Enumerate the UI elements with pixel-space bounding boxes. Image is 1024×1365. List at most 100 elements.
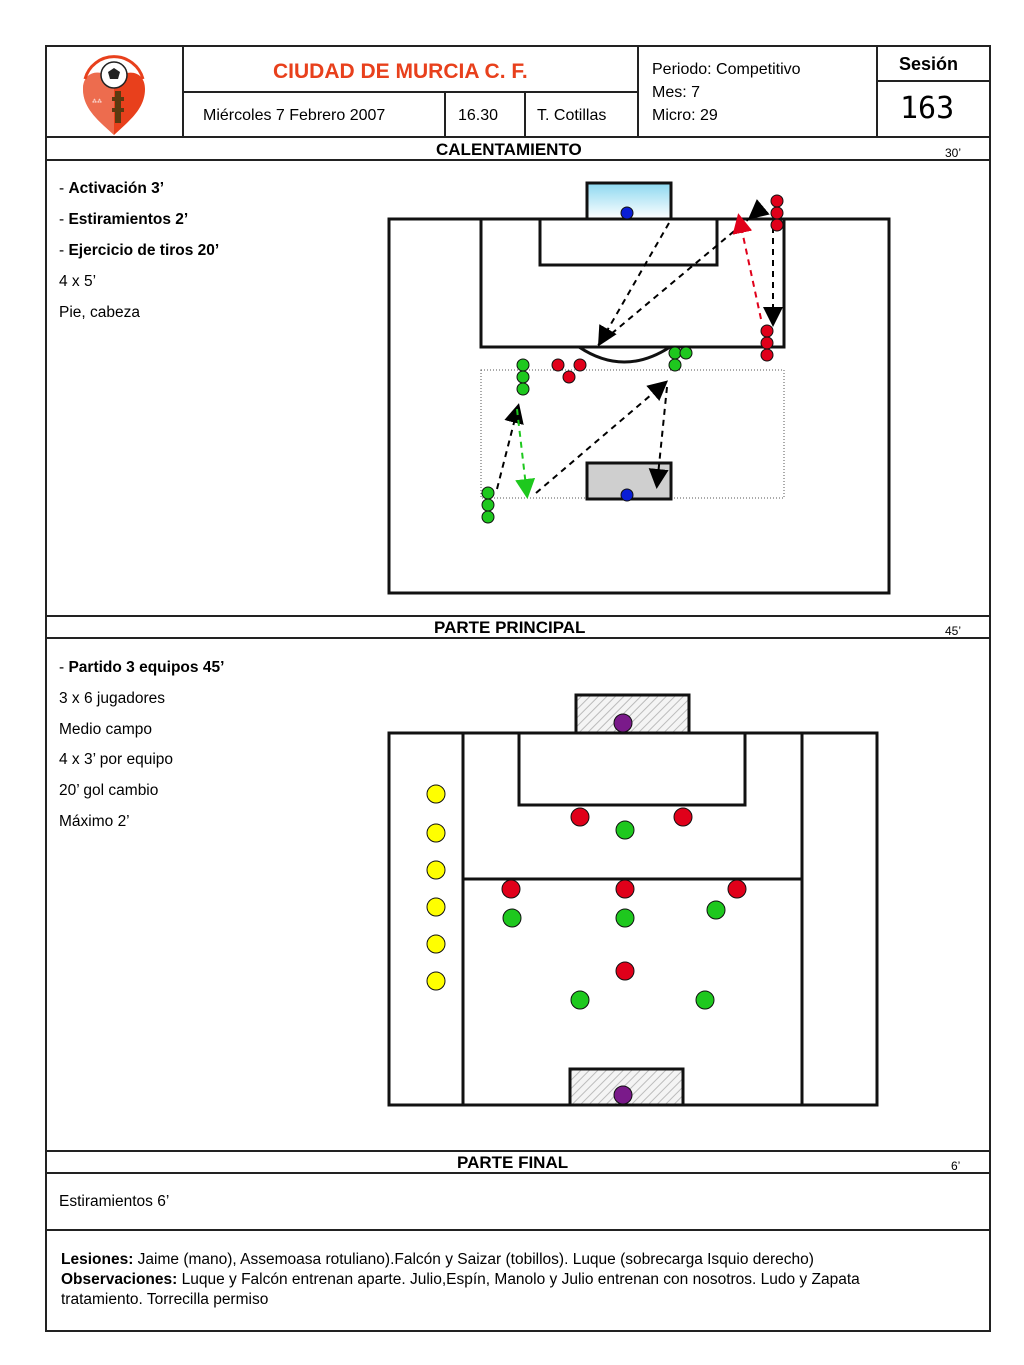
warmup-detail: Pie, cabeza — [59, 304, 140, 321]
player-red — [615, 879, 635, 899]
goalkeeper-marker — [620, 488, 634, 502]
main-detail: 4 x 3’ por equipo — [59, 751, 174, 768]
player-green — [481, 486, 495, 500]
parte-final-title: PARTE FINAL — [457, 1153, 569, 1172]
player-red — [770, 218, 784, 232]
player-green — [668, 346, 682, 360]
observaciones-label: Observaciones: — [61, 1271, 178, 1288]
cross-arrow — [732, 213, 762, 320]
calentamiento-title: CALENTAMIENTO — [436, 140, 582, 159]
main-item: - Partido 3 equipos 45’ — [59, 659, 225, 676]
parte-principal-title: PARTE PRINCIPAL — [434, 618, 586, 637]
session-sheet: ⁂⁂ CIUDAD DE MURCIA C. F. Miércoles 7 Fe… — [45, 45, 991, 1332]
final-detail: Estiramientos 6’ — [59, 1193, 170, 1210]
player-green — [481, 510, 495, 524]
main-detail: 3 x 6 jugadores — [59, 690, 165, 707]
player-red — [562, 370, 576, 384]
player-green — [615, 908, 635, 928]
lesiones-label: Lesiones: — [61, 1251, 134, 1268]
player-yellow — [426, 897, 446, 917]
calentamiento-duration: 30’ — [945, 146, 962, 160]
warmup-detail: 4 x 5’ — [59, 273, 97, 290]
header-divider — [876, 47, 878, 137]
player-green — [668, 358, 682, 372]
player-red — [570, 807, 590, 827]
warmup-pitch-diagram — [387, 181, 891, 595]
player-green — [695, 990, 715, 1010]
shot-arrow — [598, 222, 670, 347]
main-goal-top — [574, 693, 691, 735]
goalkeeper-marker — [613, 1085, 633, 1105]
footer-border — [47, 1229, 989, 1231]
player-red — [501, 879, 521, 899]
main-pitch-diagram — [387, 693, 879, 1107]
warmup-goal-box — [538, 217, 719, 267]
player-yellow — [426, 971, 446, 991]
section-border — [47, 615, 989, 617]
header-divider — [637, 47, 639, 137]
mes-label: Mes: 7 — [652, 84, 701, 101]
observaciones-line: Observaciones: Luque y Falcón entrenan a… — [61, 1270, 860, 1290]
calentamiento-title-border — [47, 159, 989, 161]
warmup-penalty-arc — [578, 345, 671, 364]
player-green — [706, 900, 726, 920]
header-divider — [444, 92, 446, 137]
player-red — [770, 206, 784, 220]
header-divider — [524, 92, 526, 137]
header-divider — [182, 91, 638, 93]
player-red — [760, 324, 774, 338]
shot-arrow — [597, 199, 770, 346]
main-penalty-box — [517, 731, 747, 807]
coach-name: T. Cotillas — [537, 107, 607, 124]
player-yellow — [426, 784, 446, 804]
player-yellow — [426, 860, 446, 880]
player-red — [673, 807, 693, 827]
observaciones-line: tratamiento. Torrecilla permiso — [61, 1291, 269, 1308]
club-name: CIUDAD DE MURCIA C. F. — [273, 60, 528, 83]
sesion-number: 163 — [900, 91, 955, 126]
section-border — [47, 1172, 989, 1174]
pass-arrow — [515, 408, 536, 499]
pass-arrow — [496, 403, 524, 490]
goalkeeper-marker — [613, 713, 633, 733]
main-detail: Medio campo — [59, 721, 153, 738]
section-border — [47, 637, 989, 639]
parte-principal-duration: 45’ — [945, 624, 962, 638]
lesiones-line: Lesiones: Jaime (mano), Assemoasa rotuli… — [61, 1250, 814, 1270]
player-green — [516, 382, 530, 396]
player-red — [727, 879, 747, 899]
session-date: Miércoles 7 Febrero 2007 — [203, 107, 386, 124]
player-green — [570, 990, 590, 1010]
lesiones-text: Jaime (mano), Assemoasa rotuliano).Falcó… — [133, 1251, 814, 1268]
session-time: 16.30 — [458, 107, 499, 124]
player-red — [551, 358, 565, 372]
micro-label: Micro: 29 — [652, 107, 718, 124]
warmup-item: - Estiramientos 2’ — [59, 211, 189, 228]
player-red — [615, 961, 635, 981]
sesion-label: Sesión — [899, 54, 959, 74]
main-detail: 20’ gol cambio — [59, 782, 159, 799]
warmup-item: - Ejercicio de tiros 20’ — [59, 242, 220, 259]
player-yellow — [426, 934, 446, 954]
parte-final-duration: 6’ — [951, 1159, 961, 1173]
goalkeeper-marker — [620, 206, 634, 220]
player-red — [770, 194, 784, 208]
player-green — [679, 346, 693, 360]
periodo-label: Periodo: Competitivo — [652, 61, 801, 78]
pass-arrow — [648, 386, 669, 489]
observaciones-text: Luque y Falcón entrenan aparte. Julio,Es… — [177, 1271, 860, 1288]
header-bottom-border — [47, 136, 989, 138]
player-green — [481, 498, 495, 512]
svg-text:⁂⁂: ⁂⁂ — [92, 98, 102, 105]
header-divider — [876, 80, 991, 82]
player-green — [615, 820, 635, 840]
player-red — [760, 348, 774, 362]
player-red — [760, 336, 774, 350]
warmup-penalty-box — [479, 217, 786, 349]
player-green — [516, 370, 530, 384]
player-red — [573, 358, 587, 372]
player-green — [502, 908, 522, 928]
section-border — [47, 1150, 989, 1152]
main-detail: Máximo 2’ — [59, 813, 130, 830]
warmup-item: - Activación 3’ — [59, 180, 165, 197]
